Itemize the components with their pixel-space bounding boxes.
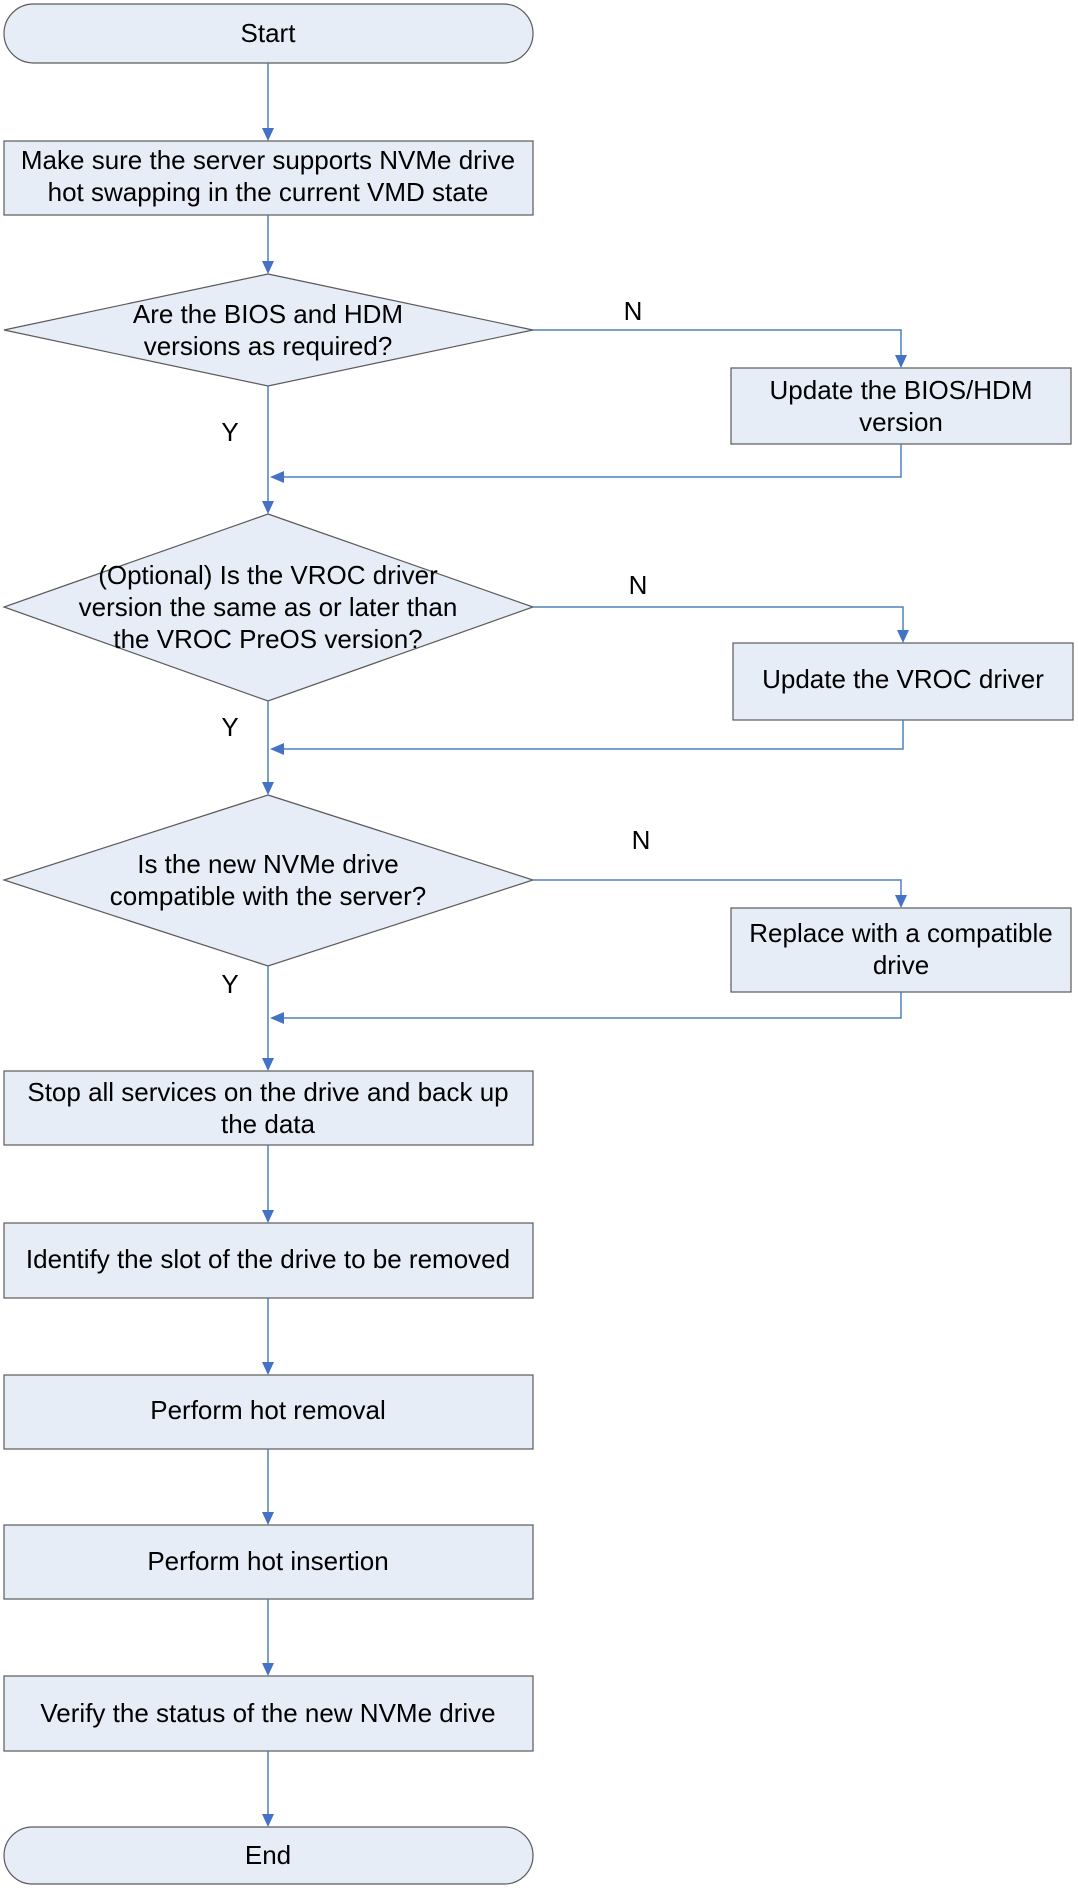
node-text-line: version [859, 407, 943, 437]
node-text-line: End [245, 1840, 291, 1870]
arrowhead [262, 1814, 274, 1827]
hot-removal-step: Perform hot removal [3, 1374, 534, 1450]
arrowhead [895, 895, 907, 908]
arrowhead [897, 630, 909, 643]
branch-label-yes: Y [221, 969, 238, 999]
arrowhead [262, 1362, 274, 1375]
node-text-line: the VROC PreOS version? [113, 624, 422, 654]
identify-slot-step: Identify the slot of the drive to be rem… [3, 1222, 534, 1299]
node-text-line: versions as required? [144, 331, 393, 361]
arrowhead [270, 1012, 284, 1024]
stop-services-step: Stop all services on the drive and back … [3, 1070, 534, 1146]
connector-vroc-decision-no [533, 606, 904, 633]
ensure-support-step: Make sure the server supports NVMe drive… [3, 140, 534, 216]
branch-label-yes: Y [221, 417, 238, 447]
connector-update-bios-return [281, 444, 902, 478]
connectors [262, 63, 909, 1827]
arrowhead [262, 128, 274, 141]
arrowhead [270, 743, 284, 755]
update-vroc-step: Update the VROC driver [732, 642, 1074, 721]
node-text-line: Stop all services on the drive and back … [27, 1077, 508, 1107]
branch-label-no: N [632, 825, 651, 855]
node-text-line: hot swapping in the current VMD state [48, 177, 489, 207]
connector-bios-decision-no [533, 329, 902, 358]
node-text-line: (Optional) Is the VROC driver [98, 560, 438, 590]
connector-compat-decision-no [533, 879, 902, 898]
node-text-line: Update the VROC driver [762, 664, 1044, 694]
arrowhead [262, 1512, 274, 1525]
branch-label-yes: Y [221, 712, 238, 742]
arrowhead [262, 501, 274, 514]
arrowhead [270, 471, 284, 483]
connector-update-vroc-return [281, 720, 904, 750]
node-text-line: Identify the slot of the drive to be rem… [26, 1244, 510, 1274]
node-text-line: Update the BIOS/HDM [770, 375, 1033, 405]
arrowhead [895, 355, 907, 368]
node-text-line: Verify the status of the new NVMe drive [40, 1698, 495, 1728]
node-text-line: drive [873, 950, 929, 980]
hot-insertion-step: Perform hot insertion [3, 1524, 534, 1600]
connector-replace-drive-return [281, 992, 902, 1019]
node-text-line: Replace with a compatible [749, 918, 1053, 948]
node-text-line: compatible with the server? [110, 881, 426, 911]
start-node: Start [3, 3, 534, 64]
node-text-line: Start [241, 18, 297, 48]
arrowhead [262, 1058, 274, 1071]
node-text-line: version the same as or later than [79, 592, 458, 622]
node-text-line: Perform hot removal [150, 1395, 386, 1425]
branch-label-no: N [624, 296, 643, 326]
arrowhead [262, 261, 274, 274]
arrowhead [262, 1663, 274, 1676]
arrowhead [262, 782, 274, 795]
branch-label-no: N [629, 570, 648, 600]
node-text-line: Are the BIOS and HDM [133, 299, 403, 329]
node-text-line: Is the new NVMe drive [137, 849, 399, 879]
node-text-line: Perform hot insertion [147, 1546, 388, 1576]
node-text-line: the data [221, 1109, 316, 1139]
node-text-line: Make sure the server supports NVMe drive [21, 145, 515, 175]
arrowhead [262, 1210, 274, 1223]
verify-status-step: Verify the status of the new NVMe drive [3, 1675, 534, 1752]
end-node: End [3, 1826, 534, 1885]
